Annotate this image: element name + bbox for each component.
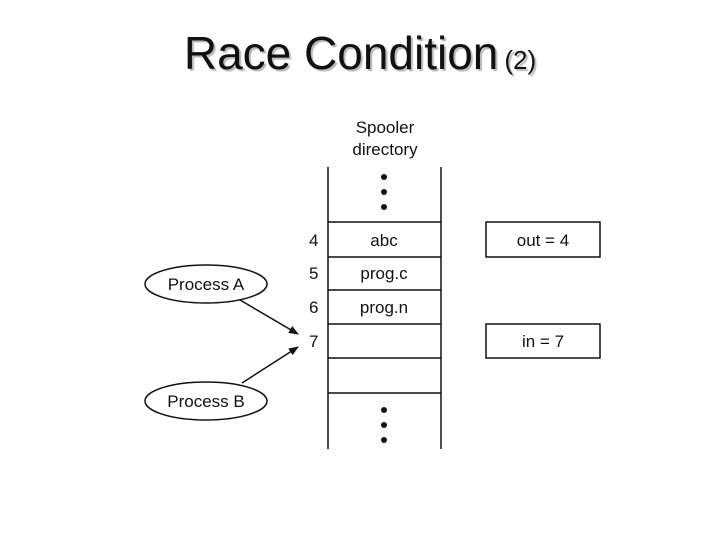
ellipsis-top — [381, 174, 387, 210]
slide-title: Race Condition(2) — [0, 26, 720, 80]
arrow-process-b-to-slot — [241, 346, 299, 384]
in-variable-label: in = 7 — [522, 332, 564, 351]
process-a-ellipse — [144, 264, 268, 304]
spooler-header-line1: Spooler — [356, 118, 415, 137]
slot-index: 6 — [309, 298, 318, 317]
ellipsis-bottom — [381, 407, 387, 443]
slot-index: 4 — [309, 231, 318, 250]
process-b-label: Process B — [167, 392, 244, 411]
slot-index: 7 — [309, 332, 318, 351]
slot-content: prog.n — [360, 298, 408, 317]
slot-content: prog.c — [360, 264, 408, 283]
arrow-process-a-to-slot — [239, 299, 299, 335]
out-variable-box — [485, 221, 601, 258]
slot-index: 5 — [309, 264, 318, 283]
process-b-ellipse — [144, 381, 268, 421]
title-text: Race Condition — [183, 27, 499, 79]
slot-dividers — [328, 221, 441, 394]
spooler-header-line2: directory — [352, 140, 418, 159]
title-suffix: (2) — [504, 45, 537, 75]
process-a-label: Process A — [168, 275, 245, 294]
in-variable-box — [485, 323, 601, 359]
out-variable-label: out = 4 — [517, 231, 569, 250]
slot-content: abc — [370, 231, 398, 250]
